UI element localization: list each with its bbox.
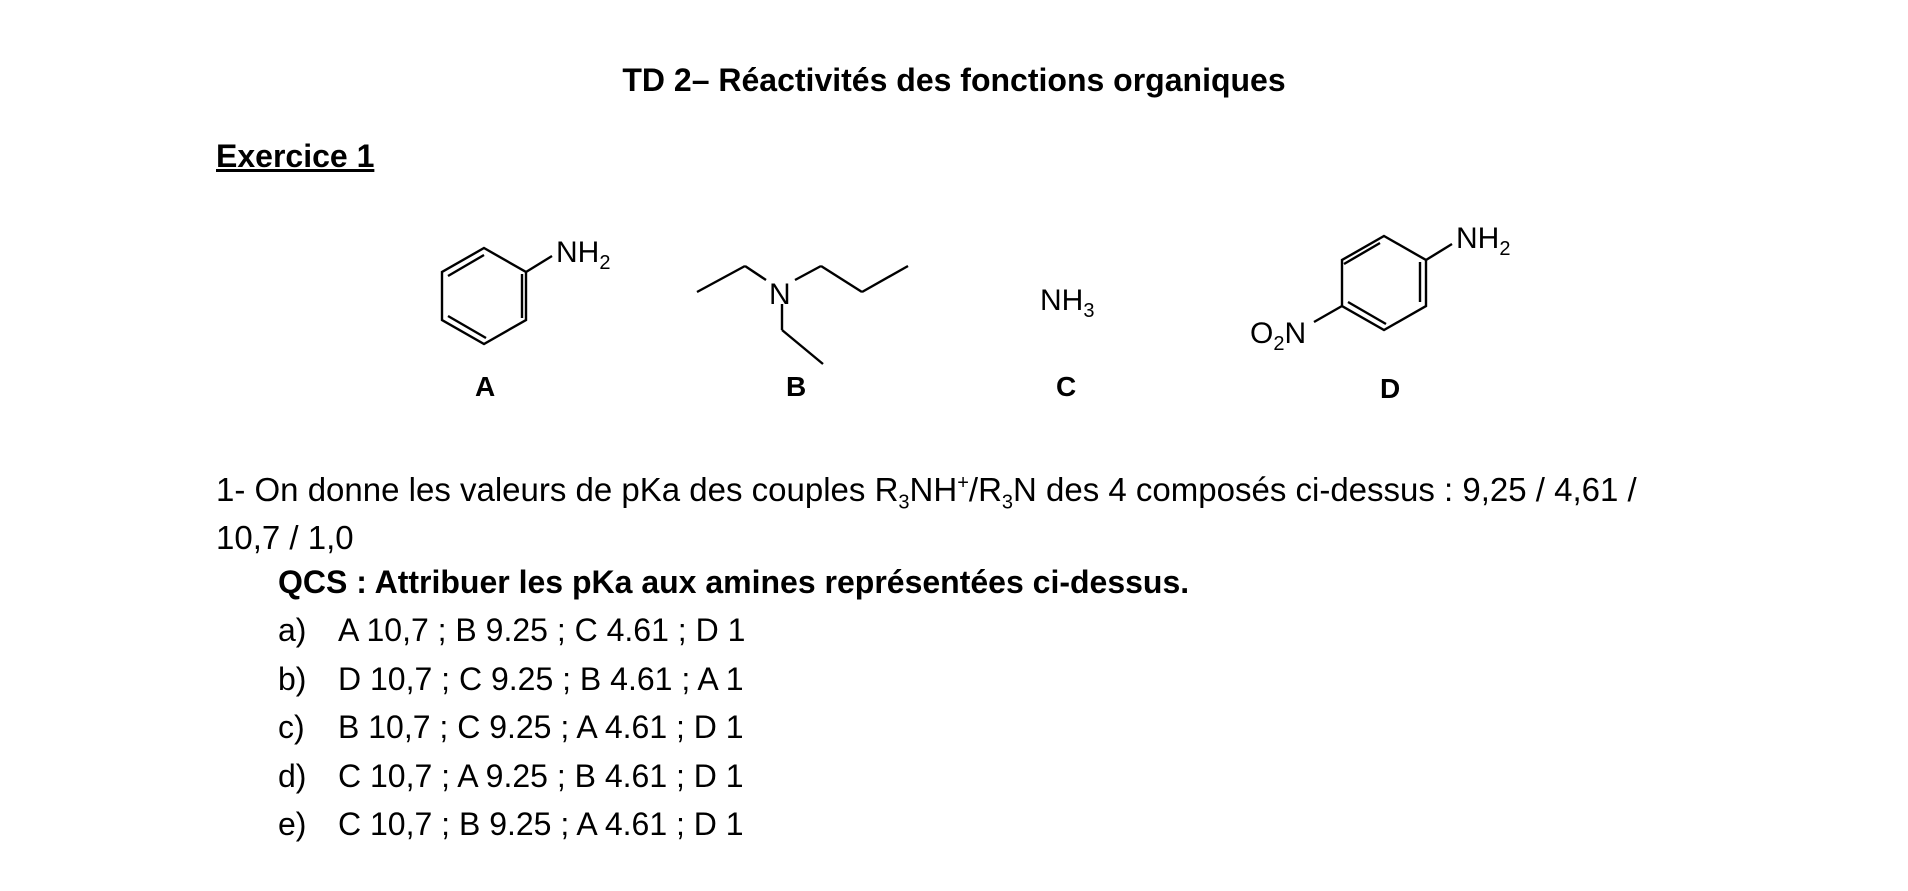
question-text: N des 4 composés ci-dessus : 9,25 / 4,61… [216, 471, 1637, 556]
option-letter: a) [278, 612, 307, 648]
option-text: C 10,7 ; A 9.25 ; B 4.61 ; D 1 [338, 757, 744, 794]
answer-options: a) A 10,7 ; B 9.25 ; C 4.61 ; D 1 b) D 10,… [278, 612, 745, 855]
page-title: TD 2– Réactivités des fonctions organiqu… [622, 62, 1286, 98]
molecule-d [1313, 234, 1453, 332]
option-text: D 10,7 ; C 9.25 ; B 4.61 ; A 1 [338, 660, 744, 697]
question-1: 1- On donne les valeurs de pKa des coupl… [216, 466, 1706, 562]
exercise-heading: Exercice 1 [216, 138, 375, 174]
option-letter: b) [278, 660, 307, 697]
option-letter: e) [278, 806, 307, 843]
option-b: b) D 10,7 ; C 9.25 ; B 4.61 ; A 1 [278, 661, 745, 710]
molecule-d-nitro-group: O2N [1250, 317, 1306, 355]
molecule-a-amine-group: NH2 [556, 236, 610, 274]
qcs-instruction: QCS : Attribuer les pKa aux amines repré… [278, 564, 1190, 600]
option-text: A 10,7 ; B 9.25 ; C 4.61 ; D 1 [338, 612, 746, 648]
option-a: a) A 10,7 ; B 9.25 ; C 4.61 ; D 1 [278, 612, 745, 661]
option-text: B 10,7 ; C 9.25 ; A 4.61 ; D 1 [338, 709, 744, 746]
question-text: /R [968, 471, 1002, 508]
molecule-d-label: D [1380, 373, 1400, 404]
option-e: e) C 10,7 ; B 9.25 ; A 4.61 ; D 1 [278, 806, 745, 855]
question-superscript: + [957, 472, 969, 494]
molecule-b [696, 264, 909, 365]
molecule-c-formula: NH3 [1040, 284, 1094, 322]
option-letter: d) [278, 757, 307, 794]
question-text: 1- On donne les valeurs de pKa des coupl… [216, 471, 899, 508]
molecule-b-nitrogen: N [769, 278, 791, 311]
option-text: C 10,7 ; B 9.25 ; A 4.61 ; D 1 [338, 806, 744, 843]
molecule-c-label: C [1056, 371, 1076, 402]
option-letter: c) [278, 709, 305, 746]
option-d: d) C 10,7 ; A 9.25 ; B 4.61 ; D 1 [278, 758, 745, 807]
question-text: NH [909, 471, 958, 508]
question-subscript: 3 [898, 491, 910, 514]
molecule-a-label: A [475, 371, 495, 402]
question-subscript: 3 [1001, 491, 1014, 514]
molecule-structures: NH2 A N B NH3 C NH2 O2N D [440, 222, 1510, 404]
molecule-a [440, 246, 553, 346]
molecule-d-amine-group: NH2 [1456, 222, 1510, 260]
molecule-b-label: B [786, 371, 806, 402]
option-c: c) B 10,7 ; C 9.25 ; A 4.61 ; D 1 [278, 709, 745, 758]
